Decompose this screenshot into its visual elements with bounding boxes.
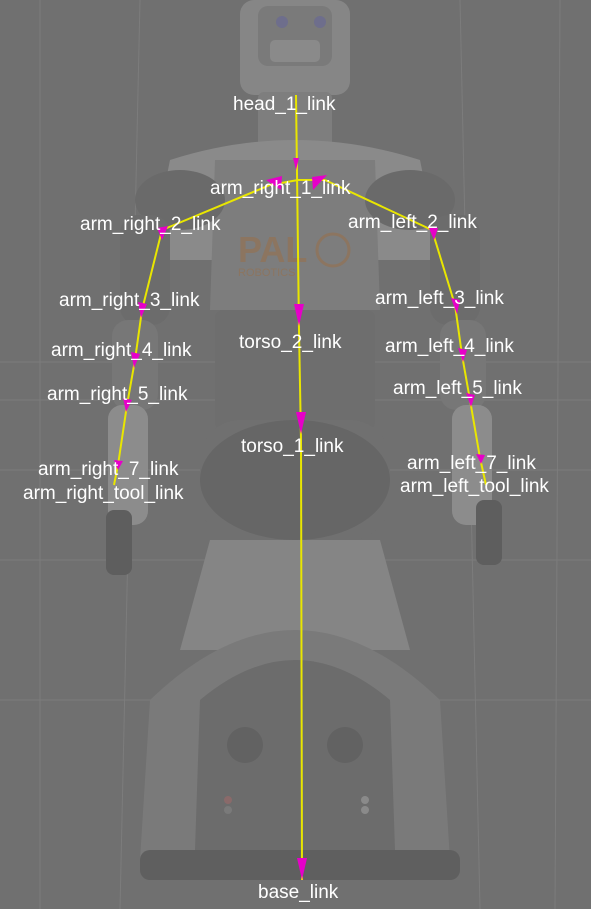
link-armleft4-armleft5 [461, 354, 471, 401]
frame-label-arm-right-4-link: arm_right_4_link [51, 340, 192, 361]
pal-logo: PAL [238, 229, 307, 270]
tf-links [113, 94, 487, 881]
frame-label-arm-right-7-link: arm_right_7_link [38, 459, 179, 480]
arrow-arm-left-5 [466, 393, 475, 407]
link-armright1-armright2 [161, 184, 271, 231]
link-armright4-armright5 [126, 359, 136, 406]
frame-label-base-link: base_link [258, 882, 339, 903]
arrow-head [293, 158, 299, 170]
frame-label-arm-left-2-link: arm_left_2_link [348, 212, 477, 233]
arrow-arm-left-4 [458, 348, 467, 362]
arrow-arm-right-4 [131, 352, 140, 368]
pal-logo-mark [315, 232, 351, 268]
frame-label-arm-right-5-link: arm_right_5_link [47, 384, 188, 405]
link-torso1-base [300, 439, 303, 881]
arrow-torso-1 [296, 412, 306, 434]
arrow-arm-left-7 [476, 454, 485, 464]
arrow-arm-right-3 [138, 302, 147, 318]
frame-label-arm-left-7-link: arm_left_7_link [407, 453, 536, 474]
link-armleft5-armleft7 [469, 399, 481, 459]
arrow-arm-right-2 [157, 226, 168, 240]
link-head-torso [295, 94, 300, 331]
link-armright5-armright7 [117, 404, 128, 466]
robot-model: PAL ROBOTICS [106, 0, 502, 880]
frame-label-arm-right-1-link: arm_right_1_link [210, 178, 351, 199]
frame-label-torso-1-link: torso_1_link [241, 436, 344, 457]
tf-labels: head_1_link arm_right_1_link arm_right_2… [23, 94, 549, 903]
arrow-arm-right-5 [123, 398, 132, 412]
link-armleft1-armleft2 [324, 179, 433, 231]
frame-label-arm-right-tool-link: arm_right_tool_link [23, 483, 184, 504]
arrow-arm-left-2 [428, 226, 438, 240]
frame-label-head-1-link: head_1_link [233, 94, 336, 115]
link-armright2-armright3 [141, 229, 163, 311]
frame-label-torso-2-link: torso_2_link [239, 332, 342, 353]
frame-label-arm-left-4-link: arm_left_4_link [385, 336, 514, 357]
arrow-base [297, 858, 307, 880]
link-armright3-armright4 [134, 309, 143, 361]
frame-label-arm-right-3-link: arm_right_3_link [59, 290, 200, 311]
frame-label-arm-left-5-link: arm_left_5_link [393, 378, 522, 399]
arrow-arm-right-1 [266, 176, 282, 190]
arrow-arm-right-7 [114, 460, 123, 470]
link-armleft3-armleft4 [454, 304, 463, 356]
pal-logo-subtext: ROBOTICS [238, 267, 295, 279]
frame-label-arm-left-3-link: arm_left_3_link [375, 288, 504, 309]
link-armleft2-armleft3 [431, 229, 456, 306]
tf-arrows [114, 158, 485, 880]
arrow-torso-2 [294, 304, 304, 326]
frame-label-arm-left-tool-link: arm_left_tool_link [400, 476, 549, 497]
frame-label-arm-right-2-link: arm_right_2_link [80, 214, 221, 235]
arrow-arm-left-1 [312, 175, 327, 190]
link-armright7-tool [113, 464, 119, 486]
arrow-arm-left-3 [451, 298, 460, 314]
